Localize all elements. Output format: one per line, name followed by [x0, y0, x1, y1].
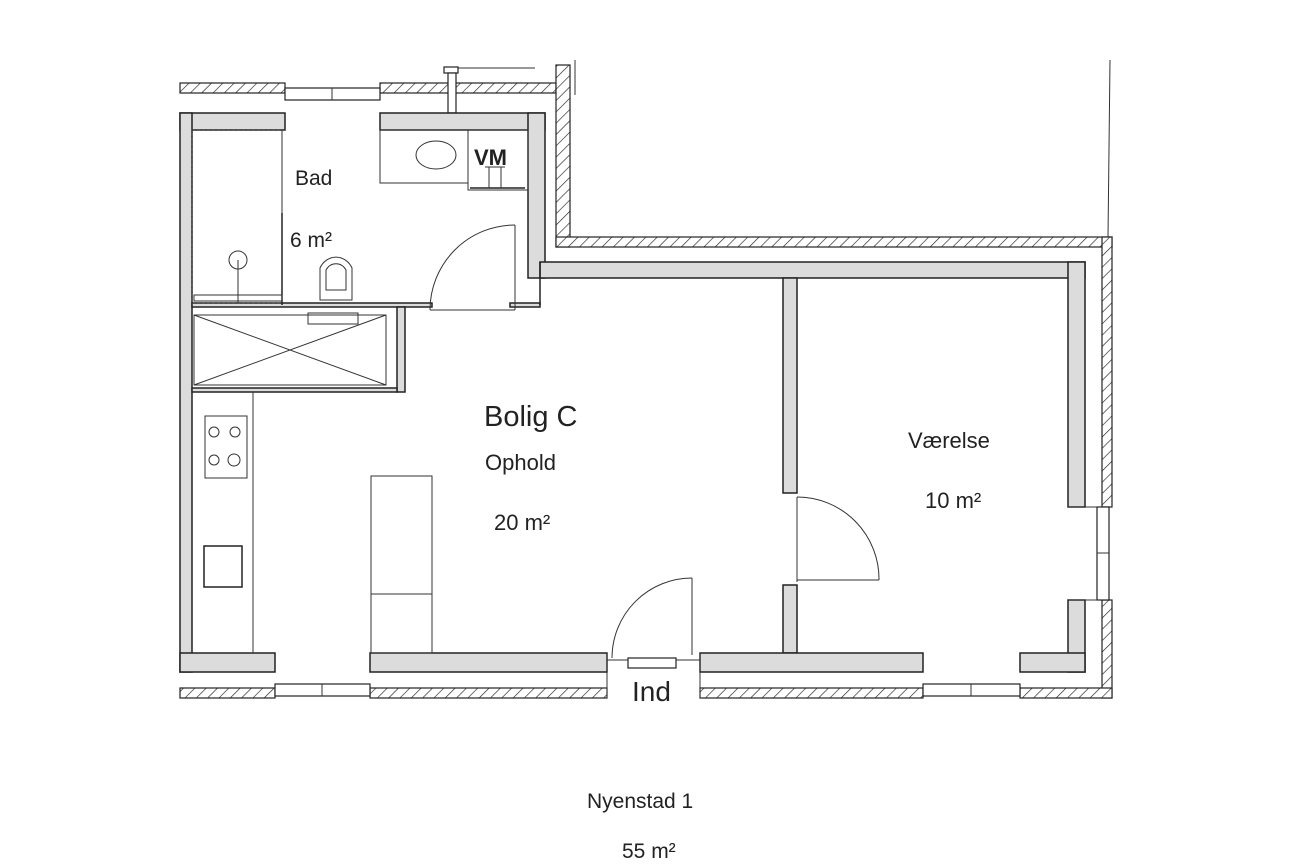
outer-walls — [179, 59, 1113, 699]
storage-cabinet — [193, 314, 387, 386]
inner-walls — [179, 112, 1086, 673]
room-area-bedroom: 10 m² — [925, 488, 981, 513]
washing-machine — [467, 129, 529, 191]
room-area-living: 20 m² — [494, 510, 550, 535]
washer-label: VM — [474, 145, 507, 170]
unit-name: Bolig C — [484, 401, 578, 433]
bath-fixtures — [191, 129, 529, 325]
toilet-icon — [319, 256, 353, 301]
kitchen — [203, 392, 433, 654]
doors — [429, 224, 880, 698]
room-name-bedroom: Værelse — [908, 428, 990, 453]
room-area-bath: 6 m² — [290, 229, 332, 252]
entrance-label: Ind — [632, 676, 671, 707]
room-name-bath: Bad — [295, 167, 332, 190]
windows — [274, 87, 1110, 697]
address: Nyenstad 1 — [587, 790, 693, 813]
kitchen-sink-icon — [203, 545, 243, 588]
stove-icon — [204, 415, 248, 479]
total-area: 55 m² — [622, 840, 676, 863]
sink-icon — [415, 140, 457, 170]
room-name-living: Ophold — [485, 450, 556, 475]
fridge — [370, 475, 433, 654]
